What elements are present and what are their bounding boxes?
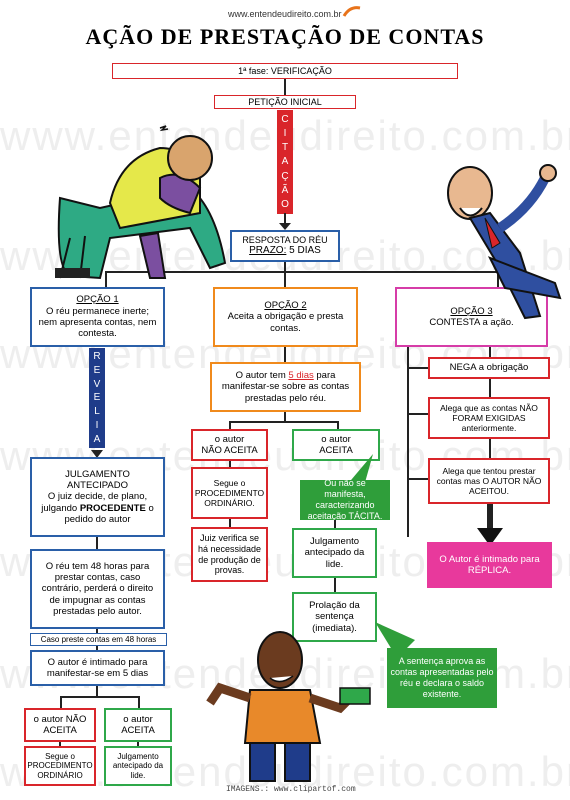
revelia-letters: R E V E L I A — [89, 350, 105, 446]
citacao-letter: I — [283, 127, 287, 139]
prazo48-box: O réu tem 48 horas para prestar contas, … — [30, 549, 165, 629]
revelia-letter: R — [93, 351, 101, 363]
alega1-text: Alega que as contas NÃO FORAM EXIGIDAS a… — [440, 402, 538, 434]
autor-prazo-text: O autor tem 5 dias para manifestar-se so… — [216, 370, 355, 404]
nao-aceita-line1: o autor — [214, 433, 245, 445]
autor-prazo-a: O autor tem — [235, 369, 286, 381]
revelia-letter: E — [93, 392, 101, 404]
resposta-title: RESPOSTA DO RÉU — [242, 234, 328, 245]
juiz-text: Juiz verifica se há necessidade de produ… — [197, 532, 262, 576]
aceita-text: o autor ACEITA — [121, 713, 155, 736]
opcao2-text: Aceita a obrigação e presta contas. — [227, 311, 344, 334]
citacao-letters: C I T A Ç Ã O — [277, 112, 293, 212]
revelia-letter: L — [94, 406, 100, 418]
man-with-money-illustration — [206, 631, 371, 782]
julgamento-lide-text: Julgamento antecipado da lide. — [304, 535, 365, 570]
opcao2-julgamento-box: Julgamento antecipado da lide. — [292, 528, 377, 578]
opcao2-box: OPÇÃO 2 Aceita a obrigação e presta cont… — [213, 287, 358, 347]
angry-man-illustration — [447, 164, 562, 320]
citacao-letter: O — [281, 199, 289, 211]
revelia-letter: I — [95, 419, 99, 431]
site-logo: www.entendeudireito.com.br — [228, 9, 342, 19]
peticao-label: PETIÇÃO INICIAL — [248, 96, 322, 107]
prazo-label: PRAZO: — [249, 245, 287, 257]
image-credits: IMAGENS.: www.clipartof.com — [226, 785, 356, 794]
alega2-box: Alega que tentou prestar contas mas O AU… — [428, 458, 550, 504]
julgamento-text-procedente: PROCEDENTE — [79, 502, 146, 514]
opcao1-segue-box: Segue o PROCEDIMENTO ORDINÁRIO — [24, 746, 96, 786]
callout-sentenca: A sentença aprova as contas apresentadas… — [387, 648, 497, 708]
page-title: AÇÃO DE PRESTAÇÃO DE CONTAS — [85, 24, 485, 49]
segue-text: Segue o PROCEDIMENTO ORDINÁRIO. — [194, 477, 265, 509]
phase-box: 1ª fase: VERIFICAÇÃO — [112, 63, 458, 79]
caso-box: Caso preste contas em 48 horas — [30, 633, 167, 646]
resposta-prazo: PRAZO: 5 DIAS — [249, 245, 321, 257]
phase-label: 1ª fase: VERIFICAÇÃO — [238, 65, 332, 76]
pencil-logo-icon — [342, 6, 361, 17]
revelia-bar — [89, 348, 105, 448]
opcao1-title: OPÇÃO 1 — [76, 294, 119, 306]
callout-pointer — [346, 454, 373, 486]
opcao2-nao-aceita-box: o autor NÃO ACEITA — [191, 429, 268, 461]
citacao-letter: C — [281, 113, 289, 125]
opcao1-aceita-box: o autor ACEITA — [104, 708, 172, 742]
autor-prazo-box: O autor tem 5 dias para manifestar-se so… — [210, 362, 361, 412]
revelia-letter: V — [93, 378, 101, 390]
citacao-letter: Ç — [281, 170, 289, 182]
julgamento-text-c: o pedido do autor — [64, 502, 154, 526]
opcao3-text: CONTESTA a ação. — [429, 317, 514, 328]
julgamento-lide-text: Julgamento antecipado da lide. — [112, 751, 164, 780]
nao-aceita-line2: NÃO ACEITA — [201, 445, 258, 456]
peticao-box: PETIÇÃO INICIAL — [214, 95, 356, 109]
julgamento-text: O juiz decide, de plano, julgando PROCED… — [36, 491, 159, 525]
opcao1-julgamento-box: Julgamento antecipado da lide. — [104, 746, 172, 786]
intimado-box: O autor é intimado para manifestar-se em… — [30, 650, 165, 686]
alega1-box: Alega que as contas NÃO FORAM EXIGIDAS a… — [428, 397, 550, 439]
intimado-text: O autor é intimado para manifestar-se em… — [46, 656, 149, 679]
opcao3-box: OPÇÃO 3 CONTESTA a ação. — [395, 287, 548, 347]
revelia-letter: A — [93, 433, 101, 445]
julgamento-antecipado-box: JULGAMENTO ANTECIPADO O juiz decide, de … — [30, 457, 165, 537]
opcao2-aceita-box: o autor ACEITA — [292, 429, 380, 461]
replica-box: O Autor é intimado para RÉPLICA. — [427, 542, 552, 588]
opcao3-title: OPÇÃO 3 — [450, 305, 493, 317]
autor-prazo-days: 5 dias — [288, 369, 314, 381]
citacao-letter: Ã — [281, 185, 289, 197]
prolacao-box: Prolação da sentença (imediata). — [292, 592, 377, 642]
julgamento-title: JULGAMENTO ANTECIPADO — [65, 468, 130, 491]
citacao-letter: A — [281, 156, 289, 168]
opcao1-nao-aceita-box: o autor NÃO ACEITA — [24, 708, 96, 742]
opcao1-text: O réu permanece inerte; nem apresenta co… — [38, 305, 157, 340]
sleeping-man-armchair-illustration — [55, 125, 227, 280]
nao-aceita-text: o autor NÃO ACEITA — [33, 713, 87, 736]
segue-text: Segue o PROCEDIMENTO ORDINÁRIO — [27, 751, 93, 780]
opcao2-title: OPÇÃO 2 — [264, 299, 307, 311]
nega-box: NEGA a obrigação — [428, 357, 550, 379]
callout-tacita: Ou não se manifesta, caracterizando acei… — [300, 478, 390, 521]
juiz-box: Juiz verifica se há necessidade de produ… — [191, 527, 268, 582]
replica-text: O Autor é intimado para RÉPLICA. — [439, 553, 540, 576]
citacao-bar — [277, 110, 293, 214]
arrow-down-icon — [279, 213, 291, 230]
resposta-box: RESPOSTA DO RÉU PRAZO: 5 DIAS — [230, 230, 340, 262]
prolacao-text: Prolação da sentença (imediata). — [309, 599, 360, 634]
aceita-line2: ACEITA — [319, 445, 353, 456]
callout-tacita-text: Ou não se manifesta, caracterizando acei… — [307, 478, 383, 521]
arrow-down-icon — [91, 450, 103, 458]
callout-sentenca-text: A sentença aprova as contas apresentadas… — [390, 656, 494, 699]
citacao-letter: T — [281, 142, 289, 154]
aceita-line1: o autor — [321, 433, 351, 445]
alega2-text: Alega que tentou prestar contas mas O AU… — [436, 465, 542, 497]
prazo48-text: O réu tem 48 horas para prestar contas, … — [41, 560, 154, 618]
arrow-down-icon — [477, 528, 503, 546]
julgamento-text-a: O juiz decide, de plano, julgando — [41, 491, 148, 514]
autor-prazo-b: para manifestar-se sobre as contas prest… — [221, 369, 350, 404]
prazo-value: 5 DIAS — [289, 245, 321, 257]
revelia-letter: E — [93, 365, 101, 377]
opcao1-box: OPÇÃO 1 O réu permanece inerte; nem apre… — [30, 287, 165, 347]
nega-text: NEGA a obrigação — [449, 362, 529, 374]
caso-text: Caso preste contas em 48 horas — [40, 634, 157, 644]
opcao2-segue-box: Segue o PROCEDIMENTO ORDINÁRIO. — [191, 467, 268, 519]
